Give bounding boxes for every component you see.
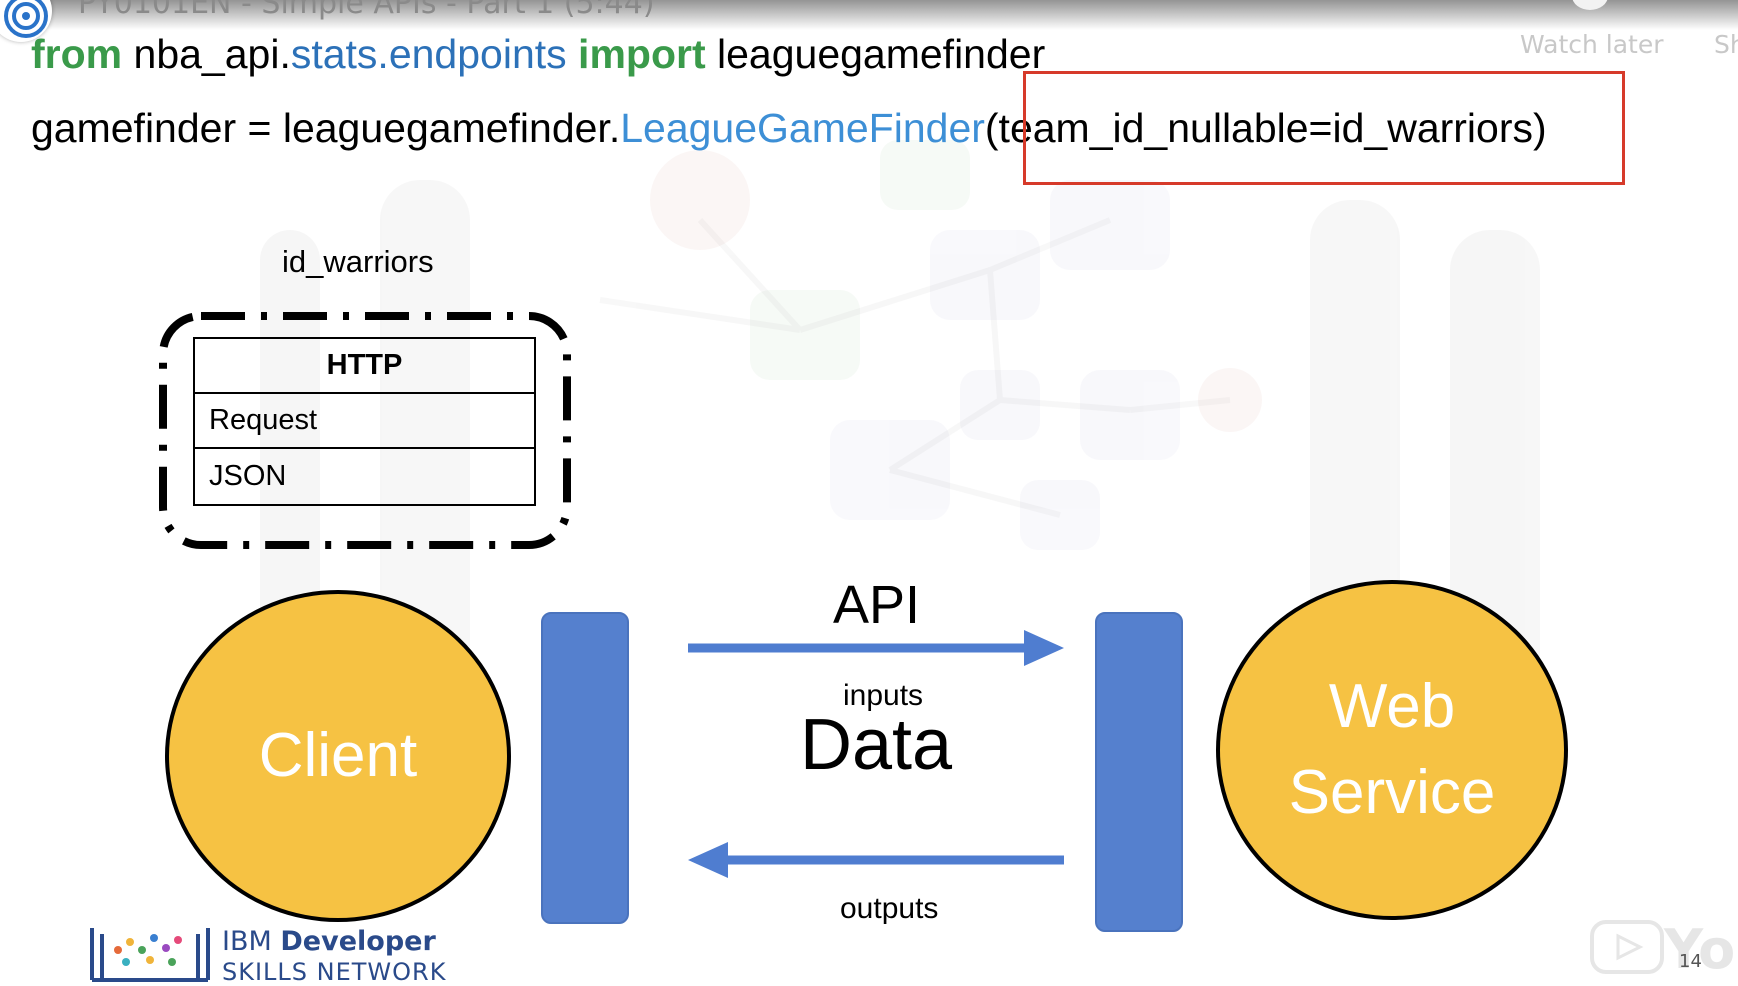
- channel-logo-icon[interactable]: [0, 0, 52, 42]
- module-name-b: stats.endpoints: [290, 31, 567, 77]
- ibm-text: IBM: [222, 926, 281, 957]
- developer-text: Developer: [280, 926, 436, 957]
- share-button[interactable]: Sh: [1714, 30, 1738, 59]
- keyword-from: from: [31, 31, 123, 77]
- inputs-arrow: [688, 630, 1064, 666]
- service-api-bar: [1095, 612, 1183, 932]
- highlight-box: [1023, 71, 1625, 185]
- ibm-skills-network-logo: [90, 928, 210, 982]
- code-line-gamefinder: gamefinder = leaguegamefinder.LeagueGame…: [31, 105, 1547, 152]
- http-table: HTTP Request JSON: [193, 337, 536, 506]
- ibm-developer-text: IBM Developer: [222, 926, 436, 957]
- arrows: [688, 630, 1064, 878]
- client-label: Client: [258, 721, 418, 790]
- watch-later-button[interactable]: Watch later: [1520, 30, 1664, 59]
- http-header: HTTP: [195, 339, 534, 394]
- code-prefix: gamefinder = leaguegamefinder.: [31, 105, 621, 151]
- id-warriors-label: id_warriors: [282, 244, 434, 279]
- youtube-play-icon[interactable]: [1590, 920, 1664, 974]
- webservice-label-line1: Web: [1328, 672, 1456, 741]
- slide-number: 14: [1679, 951, 1702, 972]
- class-name: LeagueGameFinder: [620, 105, 985, 151]
- inputs-label: inputs: [843, 679, 924, 712]
- client-api-bar: [541, 612, 629, 924]
- video-top-overlay: [0, 0, 1738, 30]
- http-row-request: Request: [195, 394, 534, 449]
- clock-icon[interactable]: [1572, 0, 1608, 10]
- youtube-logo-text[interactable]: You: [1664, 918, 1738, 981]
- keyword-import: import: [578, 31, 706, 77]
- code-line-import: from nba_api.stats.endpoints import leag…: [31, 31, 1045, 78]
- imported-name: leaguegamefinder: [717, 31, 1046, 77]
- code-args: (team_id_nullable=id_warriors): [984, 105, 1547, 151]
- data-label: Data: [800, 705, 953, 785]
- http-row-json: JSON: [209, 460, 287, 492]
- outputs-arrow: [688, 842, 1064, 878]
- api-label: API: [833, 575, 921, 635]
- client-circle: Client: [165, 590, 511, 922]
- webservice-label-line2: Service: [1288, 758, 1496, 827]
- webservice-circle: Web Service: [1216, 580, 1568, 920]
- module-name-a: nba_api.: [133, 31, 291, 77]
- video-title[interactable]: PY0101EN - Simple APIs - Part 1 (5:44): [78, 0, 655, 21]
- skills-network-text: SKILLS NETWORK: [222, 958, 447, 986]
- dashed-frame: [159, 312, 571, 549]
- outputs-label: outputs: [840, 892, 939, 925]
